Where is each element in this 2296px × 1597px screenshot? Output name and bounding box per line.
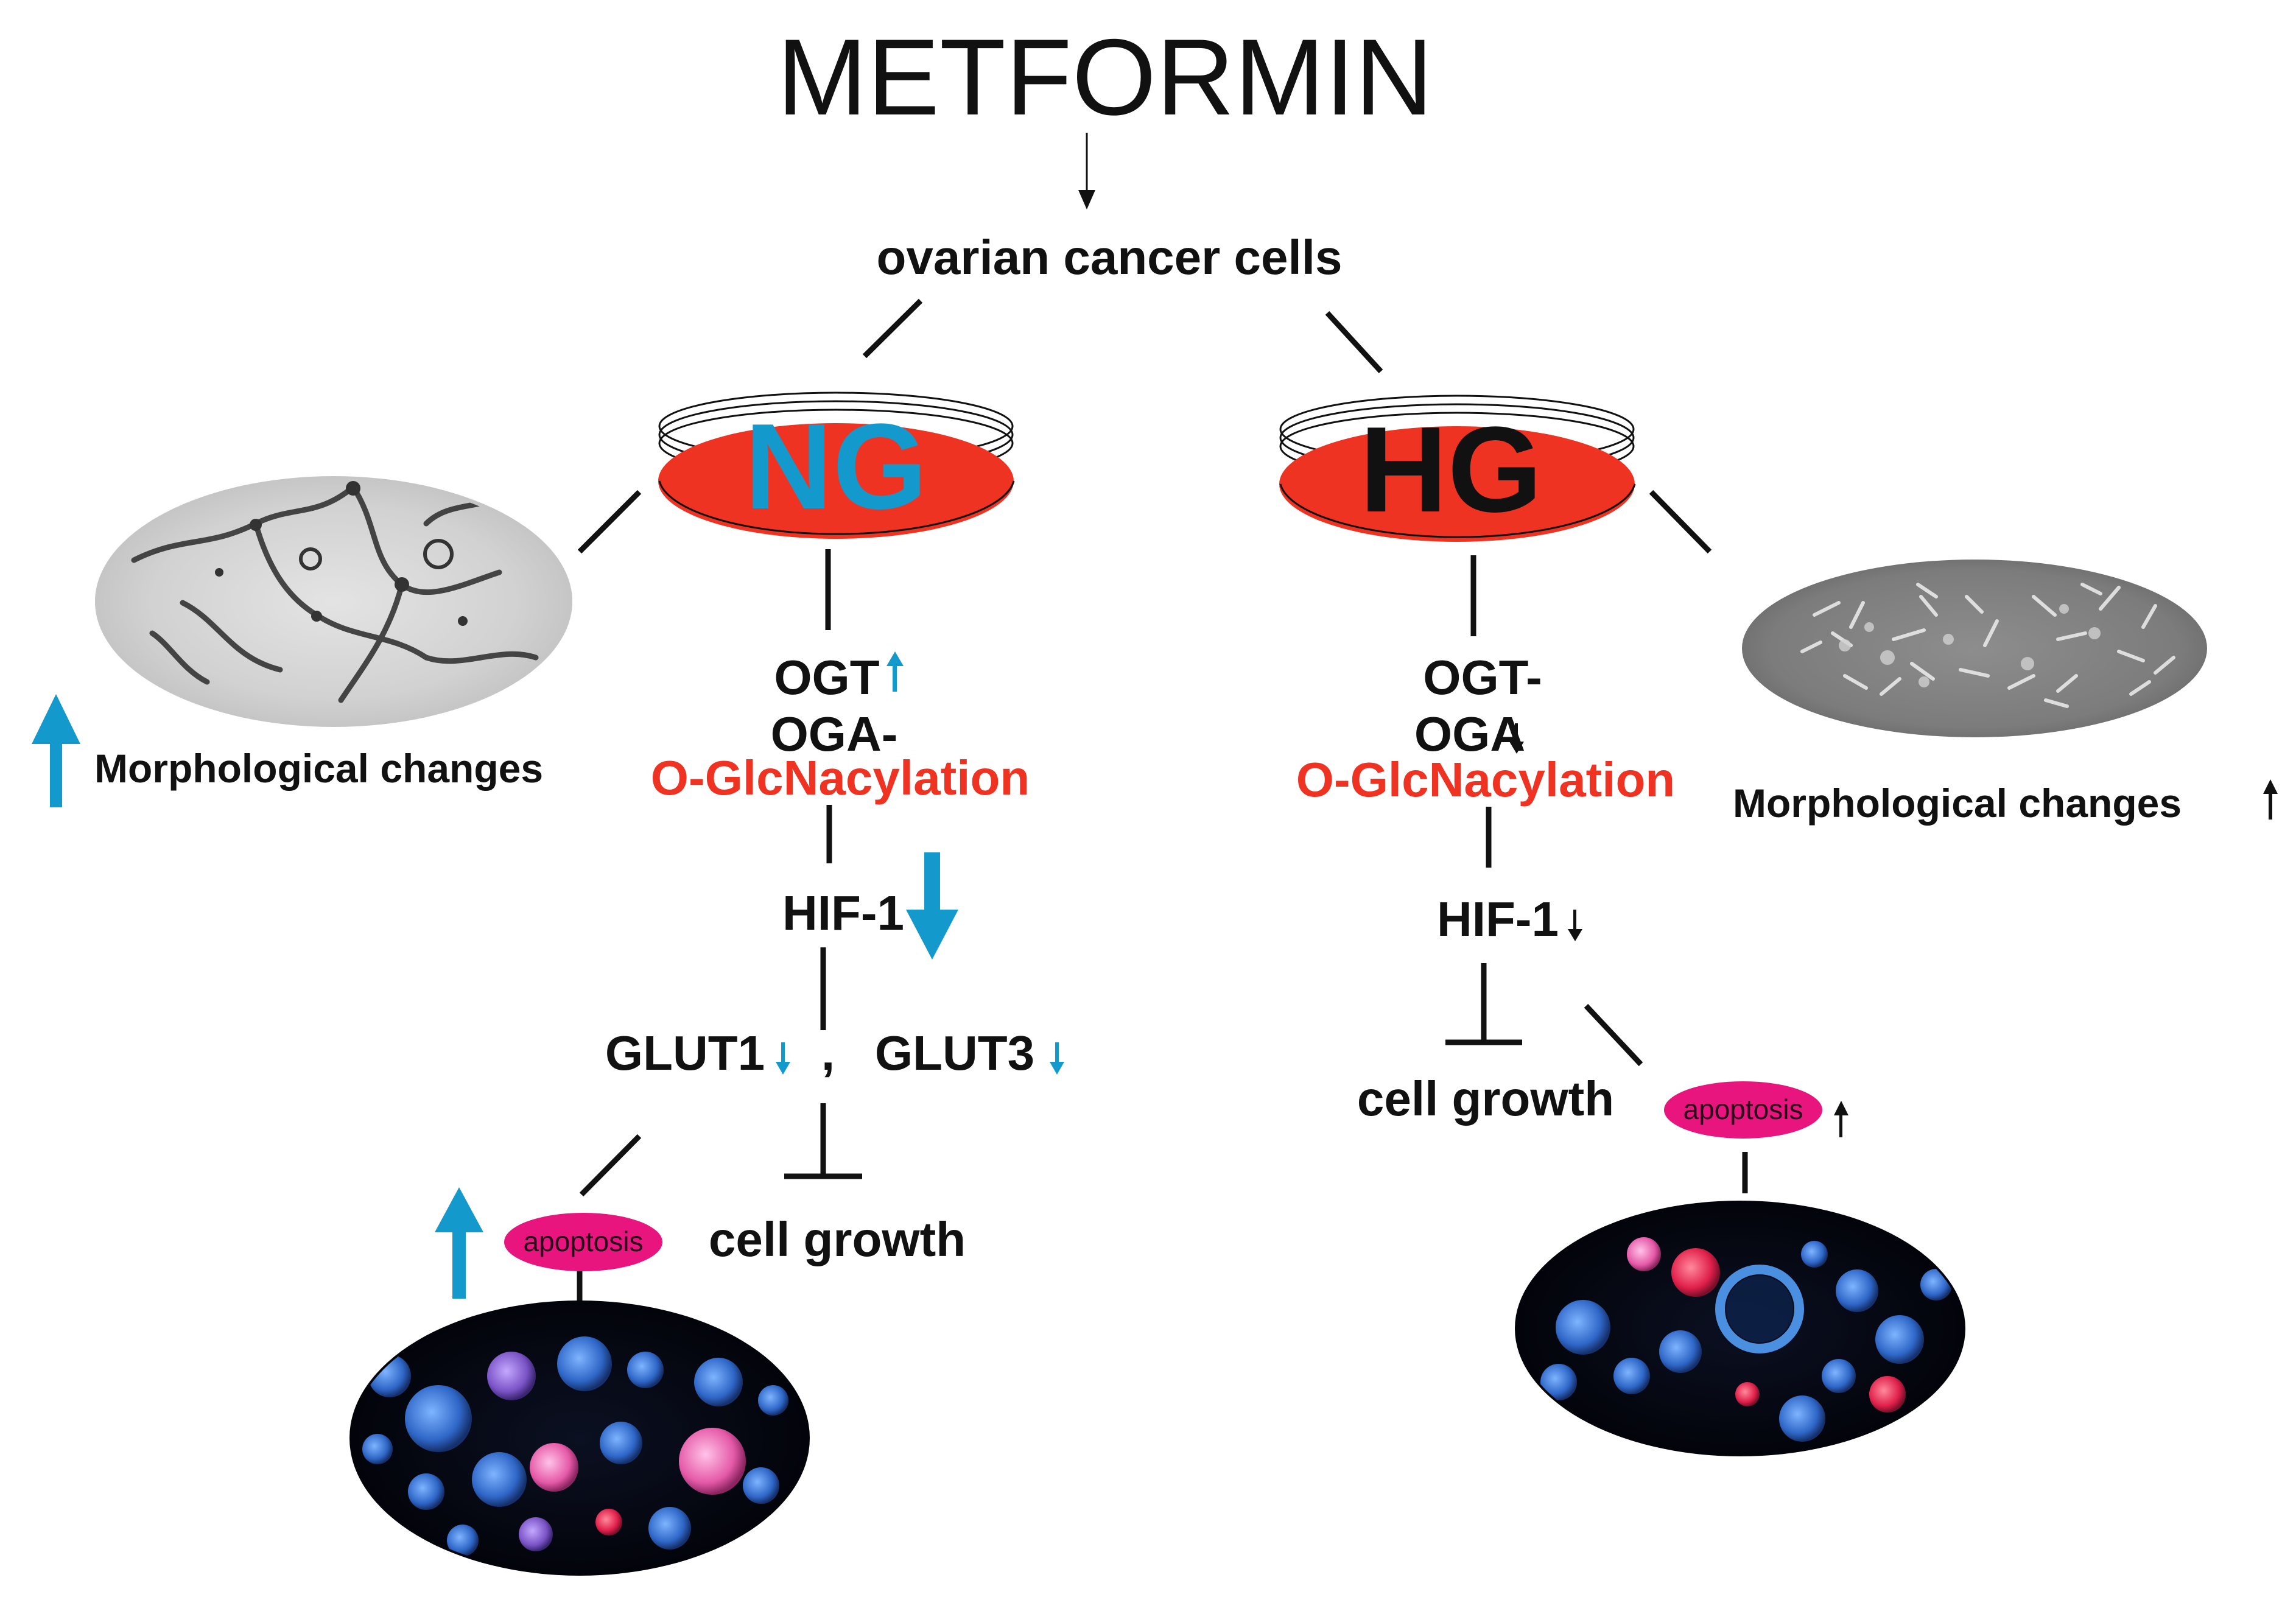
ng-hif-label: HIF-1 [782, 886, 904, 940]
ng-apoptosis-badge: apoptosis [504, 1213, 662, 1271]
hg-hif-to-apoptosis-line [1584, 1003, 1643, 1067]
hg-fluorescence-micrograph [1515, 1201, 1965, 1456]
ng-glut-separator: , [821, 1026, 835, 1080]
ng-glut-to-apoptosis-line [579, 1134, 642, 1197]
hg-growth-inhibition-bar [1445, 963, 1522, 1045]
hg-morphology-label: Morphological changes [1733, 781, 2182, 826]
hg-apoptosis-badge: apoptosis [1664, 1081, 1822, 1139]
ng-o-glcnacylation-label: O-GlcNacylation [651, 751, 1030, 805]
hg-dish-label: HG [1360, 402, 1542, 538]
hg-hif-down-arrow [1568, 910, 1582, 941]
ng-cell-growth-label: cell growth [709, 1212, 966, 1266]
hg-o-glcnacylation-label: O-GlcNacylation [1296, 753, 1675, 807]
ng-branch: NG [32, 391, 1064, 1576]
ng-glut1-label: GLUT1 [605, 1026, 765, 1080]
ng-brightfield-micrograph [95, 476, 572, 727]
ng-dish-label: NG [745, 399, 927, 535]
ng-glut1-down-arrow [776, 1042, 790, 1075]
ng-glut3-label: GLUT3 [875, 1026, 1034, 1080]
ng-growth-inhibition-bar [784, 1103, 862, 1179]
ng-fluorescence-micrograph [349, 1300, 810, 1576]
hg-apoptosis-up-arrow [1834, 1101, 1848, 1137]
ng-ogt-label: OGT [774, 650, 879, 704]
hg-petri-dish: HG [1279, 395, 1636, 542]
hg-cell-growth-label: cell growth [1357, 1072, 1614, 1126]
source-node-label: ovarian cancer cells [877, 230, 1343, 284]
hg-morph-link [1649, 490, 1712, 554]
ng-petri-dish: NG [658, 391, 1015, 539]
ng-apoptosis-up-arrow [435, 1187, 483, 1299]
ng-hif-down-arrow [906, 852, 958, 960]
ng-morphology-up-arrow [32, 694, 80, 807]
branch-line-hg [1325, 311, 1383, 374]
hg-ogt-label: OGT- [1423, 650, 1542, 704]
hg-brightfield-micrograph [1742, 560, 2207, 737]
hg-morphology-up-arrow [2263, 779, 2278, 820]
hg-apoptosis-label: apoptosis [1683, 1093, 1803, 1125]
hg-oga-label: OGA [1414, 707, 1525, 761]
hg-oga-down-arrow [1509, 723, 1524, 754]
hg-hif-label: HIF-1 [1437, 892, 1559, 946]
ng-ogt-up-arrow [886, 651, 904, 692]
hg-branch: HG Morphologica [1279, 395, 2278, 1456]
title: METFORMIN [777, 16, 1433, 138]
branch-line-ng [862, 298, 923, 359]
title-down-arrow [1078, 133, 1095, 209]
ng-morphology-label: Morphological changes [94, 746, 543, 791]
ng-morph-link [577, 490, 642, 554]
ng-oga-label: OGA- [771, 707, 898, 761]
ng-glut3-down-arrow [1050, 1042, 1064, 1075]
ng-apoptosis-label: apoptosis [524, 1226, 644, 1257]
